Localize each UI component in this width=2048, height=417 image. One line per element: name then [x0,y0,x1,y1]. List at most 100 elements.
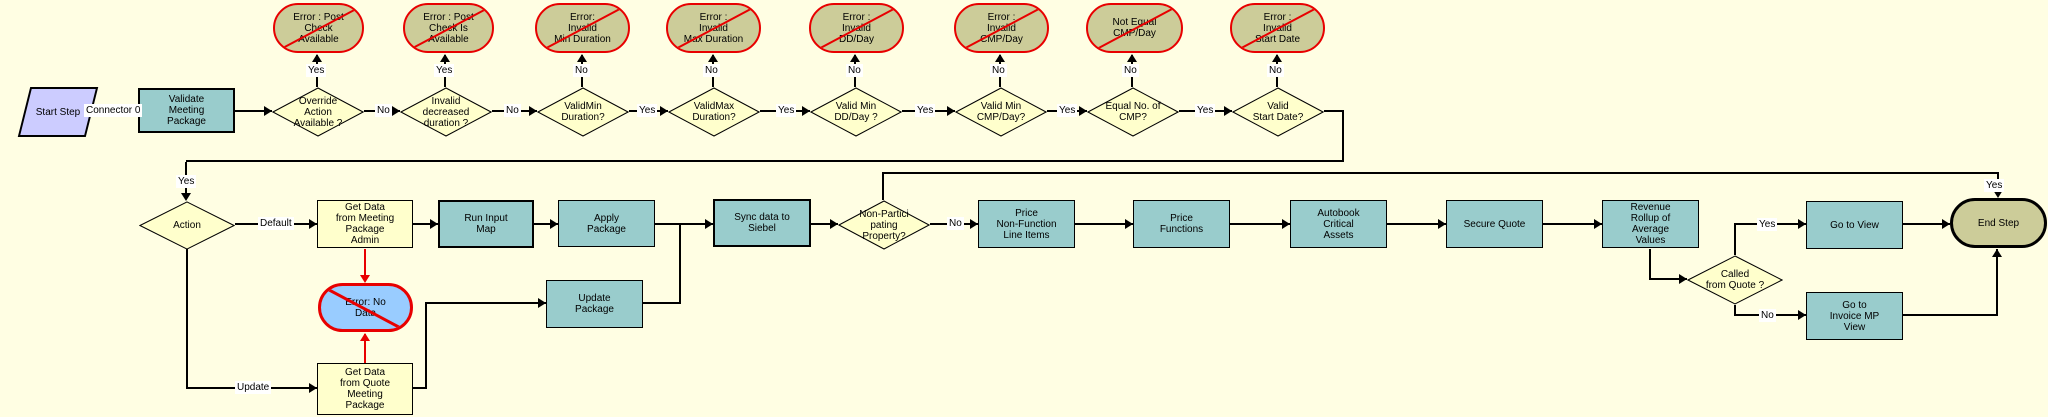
branch-label-yes: Yes [637,104,658,117]
decision-non-participating-property[interactable]: Non-Partici pating Property? [838,200,930,250]
arrow-icon [1438,219,1446,229]
arrow-icon [550,219,558,229]
branch-label-yes: Yes [776,104,797,117]
decision-valid-min-cmp-day[interactable]: Valid Min CMP/Day? [955,87,1047,137]
connector-line [1543,223,1602,225]
error-slash-icon [537,5,628,51]
connector-line [1734,305,1736,316]
arrow-icon [181,193,191,201]
step-secure-quote[interactable]: Secure Quote [1446,200,1543,248]
arrow-icon [1798,219,1806,229]
arrow-icon [947,106,955,116]
error-slash-icon [1088,5,1181,51]
connector-line [1903,223,1950,225]
step-price-non-function-line-items[interactable]: Price Non-Function Line Items [978,200,1075,248]
connector-line [1734,225,1736,255]
connector-line [679,225,681,304]
step-get-data-from-meeting-package-admin[interactable]: Get Data from Meeting Package Admin [317,200,413,248]
arrow-icon [830,219,838,229]
step-apply-package[interactable]: Apply Package [558,200,655,247]
decision-validmax-duration[interactable]: ValidMax Duration? [668,87,760,137]
decision-override-action-available[interactable]: Override Action Available ? [272,87,364,137]
branch-label-no: No [947,217,964,230]
step-go-to-view[interactable]: Go to View [1806,201,1903,249]
connector-line [811,223,838,225]
decision-called-from-quote[interactable]: Called from Quote ? [1687,255,1783,305]
step-sync-data-to-siebel[interactable]: Sync data to Siebel [713,199,811,247]
error-label: Error : Post Check Is Available [423,11,474,45]
branch-label-yes: Yes [434,64,455,77]
error-stop-invalid-min-duration[interactable]: Error: Invalid Min Duration [535,3,630,53]
decision-action[interactable]: Action [139,201,235,250]
decision-label: Valid Start Date? [1252,101,1304,123]
end-step[interactable]: End Step [1950,198,2047,248]
exception-stop-error-no-data[interactable]: Error: No Data [318,283,413,332]
connector-line [1230,223,1290,225]
decision-label: Called from Quote ? [1705,269,1765,291]
connector-line [1649,249,1651,279]
branch-label-no: No [703,64,720,77]
error-slash-icon [811,5,902,51]
error-slash-icon [956,5,1047,51]
connector-line [643,302,681,304]
step-update-package[interactable]: Update Package [546,280,643,328]
error-stop-invalid-max-duration[interactable]: Error : Invalid Max Duration [666,3,761,53]
branch-label-no: No [1267,64,1284,77]
branch-label-yes: Yes [915,104,936,117]
decision-label: Non-Partici pating Property? [859,208,909,242]
error-stop-invalid-cmp-day[interactable]: Error : Invalid CMP/Day [954,3,1049,53]
decision-valid-start-date[interactable]: Valid Start Date? [1232,87,1324,137]
step-revenue-rollup-of-average-values[interactable]: Revenue Rollup of Average Values [1602,200,1699,248]
start-step-label: Start Step [35,106,81,118]
error-stop-invalid-start-date[interactable]: Error : Invalid Start Date [1230,3,1325,53]
branch-label-yes: Yes [1984,179,2005,192]
step-run-input-map[interactable]: Run Input Map [438,200,534,248]
arrow-icon [309,219,317,229]
step-price-functions[interactable]: Price Functions [1133,200,1230,248]
arrow-icon [1594,219,1602,229]
decision-label: Equal No. of CMP? [1105,101,1161,123]
decision-valid-min-dd-day[interactable]: Valid Min DD/Day ? [810,87,902,137]
connector-line [1903,314,1998,316]
branch-label-no: No [573,64,590,77]
error-label: Error: No Data [345,296,386,319]
branch-label-default: Default [258,217,294,230]
error-stop-invalid-dd-day[interactable]: Error : Invalid DD/Day [809,3,904,53]
decision-label: Override Action Available ? [293,95,343,129]
connector-line [1342,110,1344,162]
arrow-icon [1798,310,1806,320]
arrow-icon [708,54,718,62]
decision-validmin-duration[interactable]: ValidMin Duration? [537,87,629,137]
error-slash-icon [1232,5,1323,51]
error-stop-post-check-available[interactable]: Error : Post Check Available [273,3,364,53]
branch-label-no: No [1122,64,1139,77]
error-slash-icon [668,5,759,51]
decision-label: Invalid decreased duration ? [422,95,470,129]
error-stop-post-check-is-available[interactable]: Error : Post Check Is Available [403,3,494,53]
step-autobook-critical-assets[interactable]: Autobook Critical Assets [1290,200,1387,248]
step-get-data-from-quote-meeting-package[interactable]: Get Data from Quote Meeting Package [317,363,413,415]
arrow-icon [1125,219,1133,229]
branch-label-update: Update [235,381,272,394]
arrow-icon [1272,54,1282,62]
decision-invalid-decreased-duration[interactable]: Invalid decreased duration ? [400,87,492,137]
decision-equal-no-of-cmp[interactable]: Equal No. of CMP? [1087,87,1179,137]
branch-label-yes: Yes [176,175,197,188]
error-slash-icon [405,5,492,51]
branch-label-no: No [504,104,521,117]
arrow-icon [430,219,438,229]
connector-line [1324,110,1344,112]
step-go-to-invoice-mp-view[interactable]: Go to Invoice MP View [1806,292,1903,340]
error-stop-not-equal-cmp-day[interactable]: Not Equal CMP/Day [1086,3,1183,53]
connector-line [1996,249,1998,316]
step-validate-meeting-package[interactable]: Validate Meeting Package [138,88,235,133]
arrow-icon [1992,249,2002,257]
decision-label: Action [173,220,201,231]
arrow-icon [1942,219,1950,229]
decision-label: Valid Min CMP/Day? [976,101,1026,123]
connector-line [882,172,1999,174]
arrow-icon [660,106,668,116]
branch-label-yes: Yes [1057,104,1078,117]
arrow-icon [970,219,978,229]
